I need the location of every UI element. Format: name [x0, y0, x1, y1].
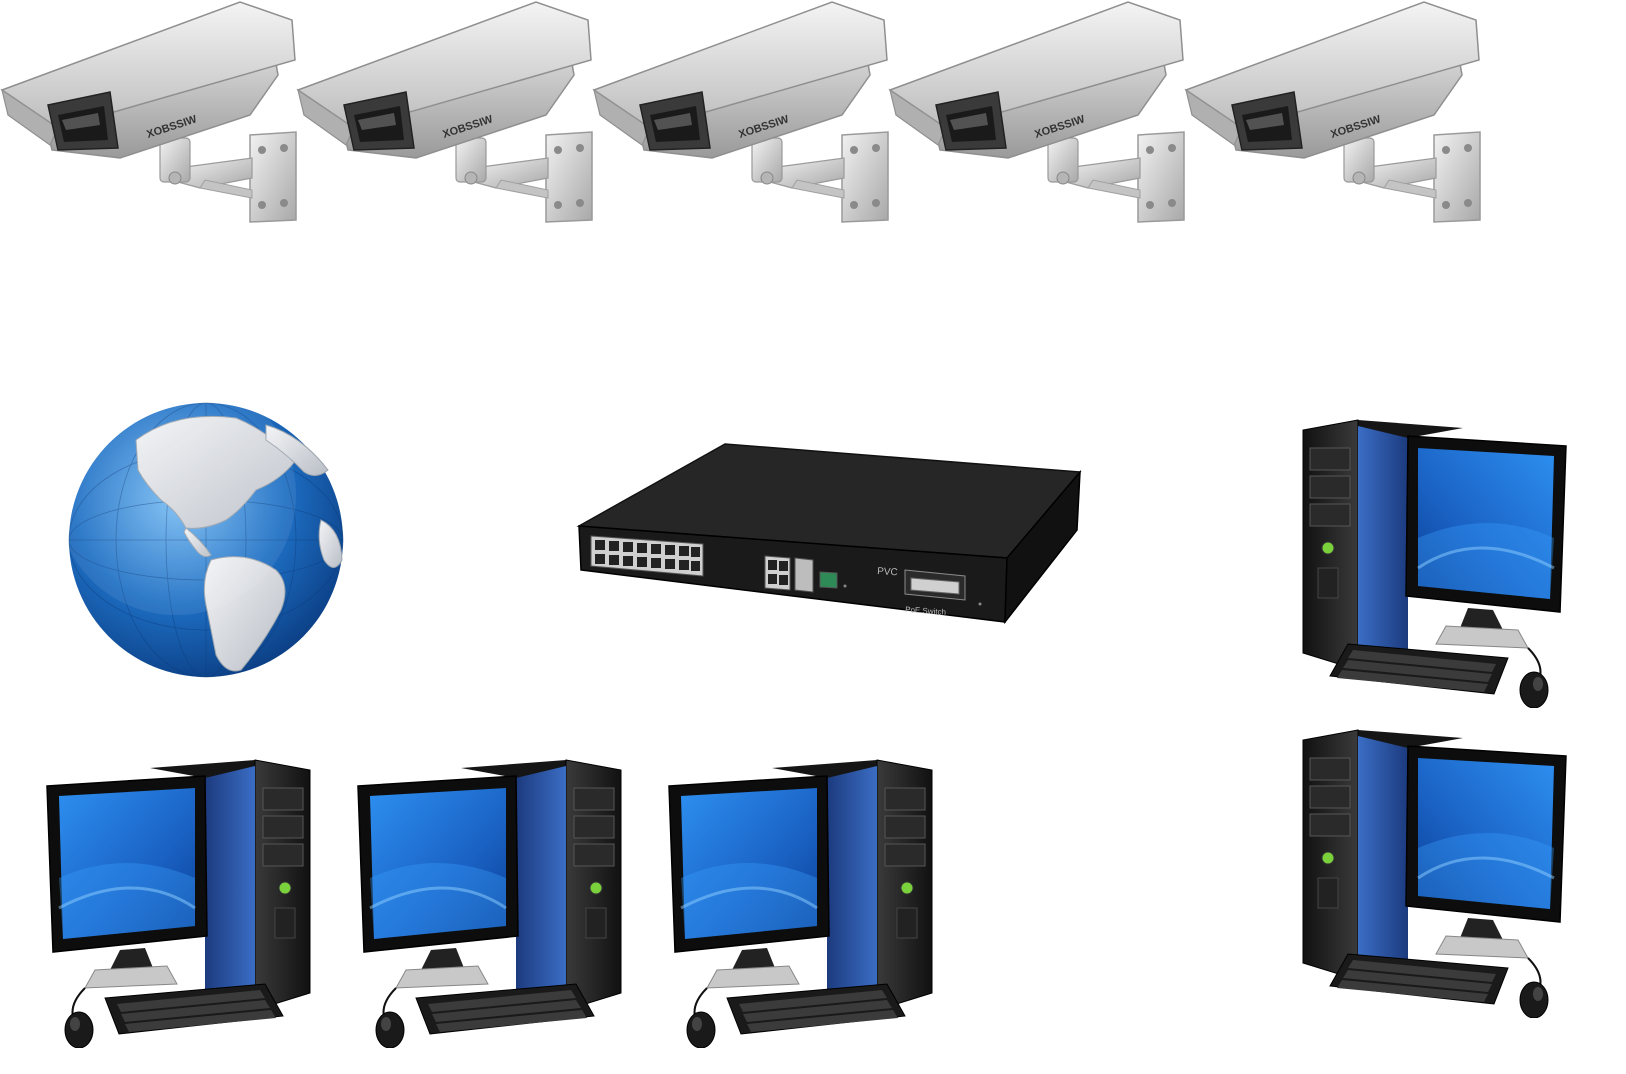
camera-brand: XOBSSIW	[737, 113, 791, 141]
computer-right-lower[interactable]	[1278, 728, 1568, 1018]
poe-switch[interactable]: PVC PoE Switch	[575, 440, 1085, 630]
computer-bottom-1[interactable]	[45, 758, 335, 1048]
camera-brand: XOBSSIW	[145, 113, 199, 141]
camera-brand: XOBSSIW	[1329, 113, 1383, 141]
computer-bottom-3[interactable]	[667, 758, 957, 1048]
camera-brand: XOBSSIW	[441, 113, 495, 141]
computer-right-upper[interactable]	[1278, 418, 1568, 708]
globe-icon[interactable]	[56, 375, 346, 680]
switch-logo: PVC	[877, 566, 898, 578]
camera-brand: XOBSSIW	[1033, 113, 1087, 141]
switch-label: PoE Switch	[905, 605, 946, 617]
camera-brand-layer: XOBSSIW XOBSSIW XOBSSIW XOBSSIW XOBSSIW	[145, 113, 1383, 141]
computer-bottom-2[interactable]	[356, 758, 646, 1048]
